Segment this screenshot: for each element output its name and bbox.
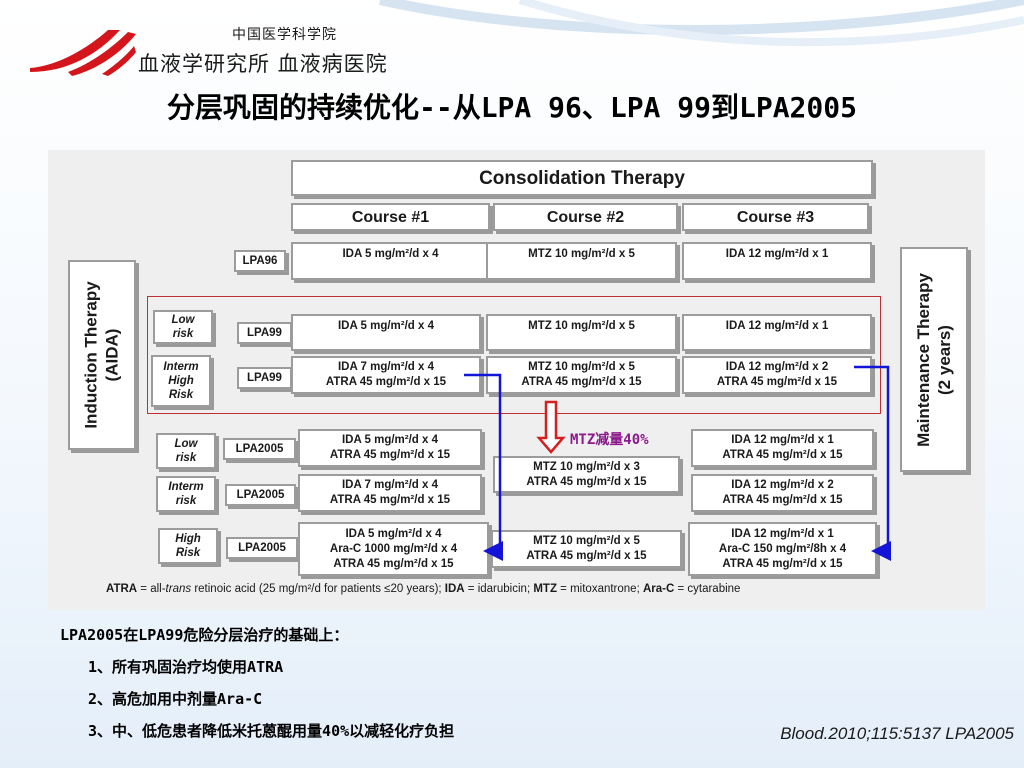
- trial-label-lpa96: LPA96: [234, 250, 286, 272]
- arrow-course-3-to-high: [854, 365, 891, 561]
- course-1-header: Course #1: [291, 203, 490, 231]
- lpa96-course-2: MTZ 10 mg/m²/d x 5: [486, 242, 677, 280]
- lpa96-course-3: IDA 12 mg/m²/d x 1: [682, 242, 872, 280]
- notes-heading: LPA2005在LPA99危险分层治疗的基础上：: [60, 626, 349, 644]
- induction-therapy-box: Induction Therapy (AIDA): [68, 260, 136, 450]
- note-item-3: 3、中、低危患者降低米托蒽醌用量40%以减轻化疗负担: [88, 722, 455, 740]
- slide-title: 分层巩固的持续优化--从LPA 96、LPA 99到LPA2005: [166, 91, 857, 124]
- note-item-1: 1、所有巩固治疗均使用ATRA: [88, 658, 284, 676]
- note-item-2: 2、高危加用中剂量Ara-C: [88, 690, 263, 708]
- figure-footnote: ATRA = all-trans retinoic acid (25 mg/m²…: [106, 583, 741, 595]
- trial-label-lpa99-low: LPA99: [237, 322, 292, 344]
- trial-label-lpa2005-high: LPA2005: [226, 537, 298, 559]
- mtz-reduction-note: MTZ减量40%: [570, 432, 649, 448]
- consolidation-therapy-header: Consolidation Therapy: [291, 160, 873, 196]
- lpa99-highlight-frame: [147, 296, 881, 414]
- institution-logo-icon: [30, 30, 136, 76]
- institution-subname: 血液学研究所 血液病医院: [138, 52, 388, 76]
- citation: Blood.2010;115:5137 LPA2005: [780, 724, 1014, 743]
- consolidation-figure: Consolidation Therapy Course #1 Course #…: [48, 150, 985, 610]
- course-3-header: Course #3: [682, 203, 869, 231]
- lpa96-course-1: IDA 5 mg/m²/d x 4: [291, 242, 490, 280]
- institution-name: 中国医学科学院: [232, 27, 337, 43]
- lpa99-low-course-3: IDA 12 mg/m²/d x 1: [682, 314, 872, 351]
- trial-label-lpa2005-interm: LPA2005: [225, 484, 296, 506]
- mtz-down-arrow: [536, 400, 566, 454]
- flow-arrows: [464, 365, 891, 561]
- maintenance-therapy-box: Maintenance Therapy (2 years): [900, 247, 968, 472]
- lpa99-low-course-1: IDA 5 mg/m²/d x 4: [291, 314, 481, 351]
- lpa99-low-course-2: MTZ 10 mg/m²/d x 5: [486, 314, 677, 351]
- arrow-course-1-to-high: [464, 373, 503, 561]
- course-2-header: Course #2: [493, 203, 678, 231]
- trial-label-lpa2005-low: LPA2005: [223, 438, 296, 460]
